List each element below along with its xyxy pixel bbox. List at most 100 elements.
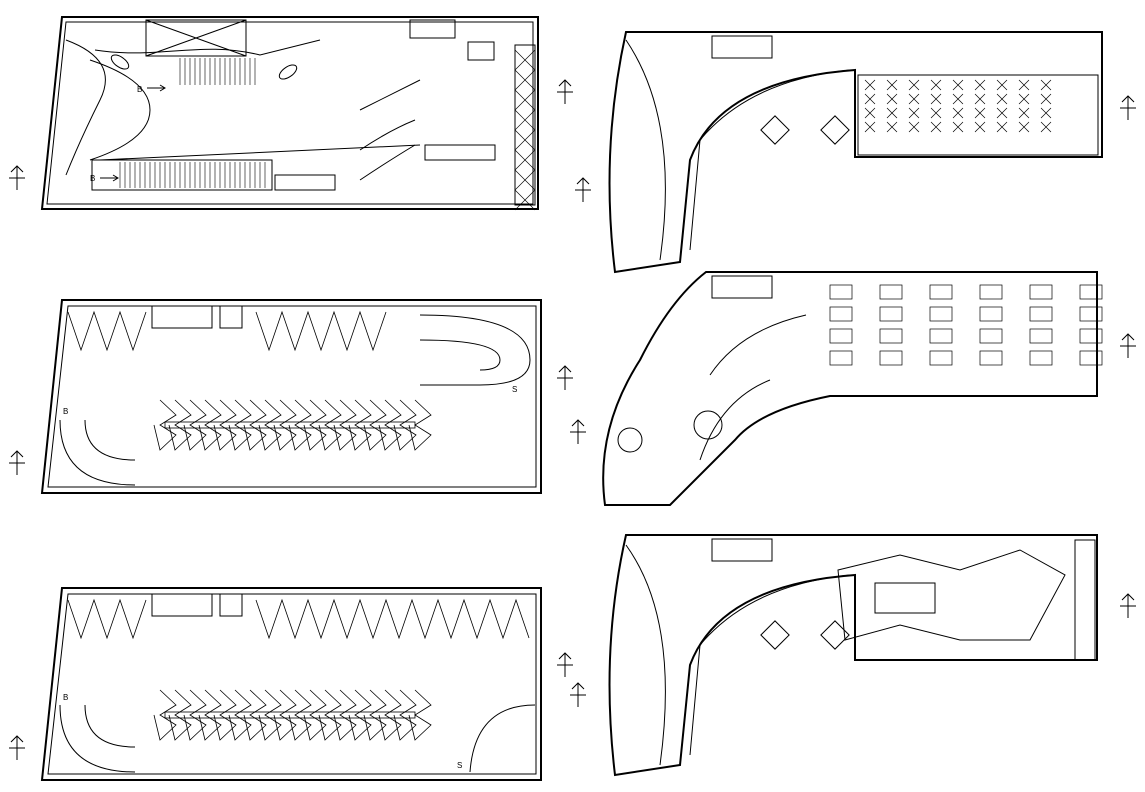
desk-cluster xyxy=(1040,107,1052,119)
desk-cluster xyxy=(996,107,1008,119)
parking-bay xyxy=(393,399,417,451)
lounge-icon xyxy=(760,620,790,650)
desk-cluster xyxy=(996,93,1008,105)
desk-cluster xyxy=(930,107,942,119)
parking-bay xyxy=(303,399,327,451)
section-marker-icon xyxy=(1121,593,1135,601)
meeting-table xyxy=(693,410,723,440)
ramp-lower xyxy=(91,159,273,191)
parking-bay xyxy=(303,689,327,741)
ramp-stripes-upper xyxy=(179,58,256,85)
elevator-icon xyxy=(711,538,773,562)
turn-arrow xyxy=(359,144,416,181)
desk-cluster xyxy=(974,107,986,119)
plan-parking-level-1: B S xyxy=(40,299,542,494)
parking-bay xyxy=(213,689,237,741)
desk-cluster xyxy=(1040,121,1052,133)
ramp-stripes-lower xyxy=(119,162,266,188)
truck-icon xyxy=(274,174,336,191)
desk-cluster xyxy=(879,328,903,344)
parking-bay xyxy=(228,399,252,451)
desk-cluster xyxy=(930,93,942,105)
shaft-box xyxy=(145,19,247,57)
desk-cluster xyxy=(996,121,1008,133)
desk-cluster xyxy=(879,306,903,322)
spiral-ramp xyxy=(84,704,136,748)
outer-wall xyxy=(40,587,542,781)
parking-bay xyxy=(348,689,372,741)
truss-member xyxy=(514,169,536,191)
facade-truss xyxy=(514,49,536,211)
parking-bay xyxy=(288,399,312,451)
parking-bays-center xyxy=(153,399,432,451)
drive-aisle xyxy=(164,421,416,429)
desk-cluster xyxy=(1018,121,1030,133)
parking-bay xyxy=(408,399,432,451)
ramp-upper xyxy=(94,39,321,56)
spiral-ramp xyxy=(419,314,531,386)
parking-bay xyxy=(258,689,282,741)
desk-cluster xyxy=(952,107,964,119)
parking-bay-row xyxy=(67,598,147,640)
plan-basement-ramp-level: B B xyxy=(40,16,539,211)
office-zone xyxy=(857,74,1099,156)
outer-wall xyxy=(602,271,1098,506)
level-label: B xyxy=(63,693,68,702)
curved-corridor xyxy=(689,574,851,756)
curved-corridor xyxy=(699,379,771,461)
section-marker-icon xyxy=(558,79,572,87)
truck-icon xyxy=(424,144,496,161)
parking-bay xyxy=(378,689,402,741)
desk-cluster xyxy=(929,306,953,322)
section-marker-icon xyxy=(1121,333,1135,341)
curved-corridor xyxy=(709,314,807,376)
parking-bay xyxy=(393,689,417,741)
car-icon xyxy=(110,54,130,70)
parking-bay xyxy=(213,399,237,451)
parking-bay xyxy=(333,399,357,451)
ramp-curve xyxy=(65,39,106,176)
level-label: S xyxy=(457,761,462,770)
level-label: B xyxy=(63,407,68,416)
desk-cluster xyxy=(1029,350,1053,366)
desk-cluster xyxy=(929,350,953,366)
section-marker-icon xyxy=(571,419,585,427)
parking-bay xyxy=(273,399,297,451)
truss-member xyxy=(514,109,536,131)
parking-bay xyxy=(198,689,222,741)
parking-bay xyxy=(183,399,207,451)
desk-cluster xyxy=(864,79,876,91)
lane-line xyxy=(99,144,421,161)
parking-bay xyxy=(273,689,297,741)
car-icon xyxy=(278,64,298,80)
desk-cluster xyxy=(952,93,964,105)
desk-cluster xyxy=(1018,79,1030,91)
lounge-icon xyxy=(820,115,850,145)
drive-aisle xyxy=(164,711,416,719)
level-label: B xyxy=(137,85,142,94)
desk-cluster xyxy=(1079,284,1103,300)
section-marker-icon xyxy=(10,735,24,743)
truss-member xyxy=(514,89,536,111)
desk-cluster xyxy=(974,79,986,91)
section-marker-icon xyxy=(558,365,572,373)
spiral-ramp-lower xyxy=(84,419,136,461)
desk-cluster xyxy=(979,284,1003,300)
truss-member xyxy=(514,69,536,91)
desk-cluster xyxy=(1018,93,1030,105)
desk-cluster xyxy=(1040,79,1052,91)
parking-bays-center xyxy=(153,689,432,741)
desk-cluster xyxy=(879,284,903,300)
parking-bay xyxy=(243,399,267,451)
parking-bay xyxy=(168,689,192,741)
truss-member xyxy=(514,189,536,211)
truss-member xyxy=(514,149,536,171)
parking-bay xyxy=(153,399,177,451)
parking-bays-upper xyxy=(67,598,530,640)
elevator-icon xyxy=(151,305,213,329)
parking-bay xyxy=(318,399,342,451)
desk-cluster xyxy=(979,350,1003,366)
shaft-cross xyxy=(145,19,247,57)
desk-cluster xyxy=(1040,93,1052,105)
turn-arrow xyxy=(359,79,421,111)
